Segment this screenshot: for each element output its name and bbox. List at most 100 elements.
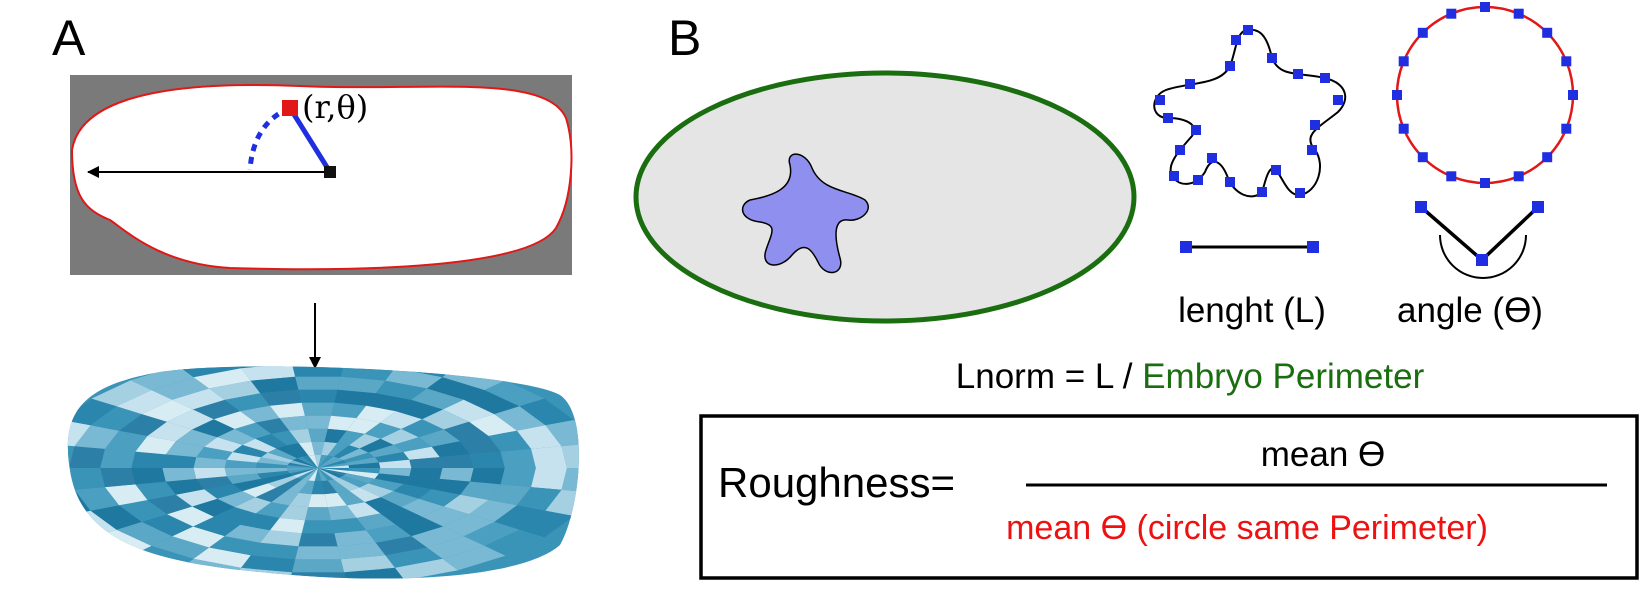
circle-marker — [1542, 27, 1553, 38]
heatmap-cell — [318, 462, 349, 468]
heatmap-cell — [484, 529, 545, 556]
heatmap-cell — [393, 484, 432, 499]
heatmap-cell — [279, 415, 309, 431]
heatmap-cell — [375, 536, 427, 556]
heatmap-cell — [318, 468, 344, 478]
heatmap-cell — [374, 473, 410, 484]
heatmap-cell — [318, 465, 350, 468]
heatmap-cell — [337, 376, 386, 394]
heatmap-cell — [232, 478, 268, 492]
heatmap-cell — [119, 500, 167, 522]
heatmap-cell — [260, 530, 302, 547]
heatmap-cell — [226, 452, 262, 463]
heatmap-cell — [439, 468, 474, 482]
heatmap-cell — [298, 533, 338, 547]
heatmap-cell — [463, 390, 520, 415]
heatmap-cell — [192, 419, 235, 438]
circle-marker — [1561, 123, 1572, 134]
heatmap-cell — [344, 366, 405, 369]
heatmap-cell — [356, 513, 396, 531]
heatmap-cell — [333, 477, 360, 491]
heatmap-cell — [395, 516, 443, 537]
heatmap-cell — [385, 547, 443, 568]
heatmap-cell — [337, 490, 365, 506]
heatmap-cell — [151, 377, 210, 400]
heatmap-cell — [366, 393, 412, 412]
heatmap-cell — [409, 457, 443, 468]
circle-marker — [1480, 178, 1490, 188]
contour-marker — [1193, 175, 1203, 185]
heatmap-cell — [165, 441, 205, 458]
heatmap-cell — [426, 536, 485, 559]
heatmap-cell — [321, 441, 338, 456]
heatmap-cell — [394, 558, 458, 579]
heatmap-cell — [261, 452, 293, 463]
heatmap-cell — [494, 406, 546, 431]
heatmap-cell — [240, 405, 280, 423]
heatmap-cell — [401, 419, 444, 438]
heatmap-cell — [302, 468, 318, 481]
heatmap-cell — [192, 498, 235, 517]
contour-marker — [1155, 95, 1165, 105]
heatmap-cell — [119, 414, 167, 436]
heatmap-cell — [193, 457, 227, 468]
length-segment — [1180, 241, 1319, 253]
heatmap-cell — [193, 399, 241, 420]
heatmap-cell — [267, 475, 298, 488]
heatmap-cell — [276, 445, 303, 459]
heatmap-cell — [318, 468, 350, 471]
heatmap-cell — [422, 506, 469, 527]
heatmap-cell — [331, 517, 367, 534]
heatmap-cell — [318, 460, 347, 468]
contour-marker — [1243, 25, 1253, 35]
heatmap-cell — [346, 457, 379, 466]
circle-marker — [1446, 8, 1457, 19]
heatmap-cell — [519, 510, 574, 538]
heatmap-cell — [401, 498, 444, 517]
contour-marker — [1257, 187, 1267, 197]
heatmap-cell — [470, 468, 505, 485]
heatmap-cell — [346, 418, 381, 434]
heatmap-cell — [334, 530, 376, 547]
heatmap-cell — [209, 536, 261, 556]
contour-marker — [1225, 61, 1235, 71]
contour-marker — [1267, 53, 1277, 63]
contour-marker — [1169, 171, 1179, 181]
heatmap-cell — [516, 487, 562, 511]
heatmap-cell — [193, 368, 251, 389]
star-contour — [1153, 28, 1347, 198]
contour-marker — [1271, 165, 1281, 175]
heatmap-cell — [289, 492, 312, 508]
cell-shape — [741, 153, 869, 274]
angle-arc — [247, 105, 291, 171]
heatmap-cell — [343, 452, 375, 463]
heatmap-cell — [337, 542, 386, 560]
heatmap-cell — [488, 484, 531, 506]
heatmap-cell — [105, 430, 148, 452]
heatmap-cell — [298, 480, 315, 495]
heatmap-cell — [74, 487, 120, 511]
heatmap-cell — [368, 444, 404, 458]
heatmap-cell — [488, 430, 531, 452]
heatmap-cell — [196, 446, 233, 460]
contour-marker — [1207, 153, 1217, 163]
contour-marker — [1225, 177, 1235, 187]
heatmap-cell — [340, 555, 395, 573]
contour-marker — [1163, 113, 1173, 123]
heatmap-cell — [327, 415, 357, 431]
heatmap-cell — [331, 402, 367, 419]
heatmap-cell — [327, 505, 357, 521]
star-contour-markers — [1155, 25, 1343, 198]
heatmap-cell — [204, 484, 243, 499]
heatmap-cell — [302, 455, 318, 468]
heatmap-cell — [289, 428, 312, 444]
heatmap-cell — [250, 542, 299, 560]
heatmap-cell — [298, 441, 315, 456]
heatmap-cell — [431, 441, 471, 458]
heatmap-cell — [91, 380, 152, 407]
roughness-label: Roughness= — [718, 459, 955, 506]
heatmap-cell — [172, 388, 225, 410]
heatmap-cell — [301, 520, 335, 534]
heatmap-cell — [431, 478, 471, 495]
